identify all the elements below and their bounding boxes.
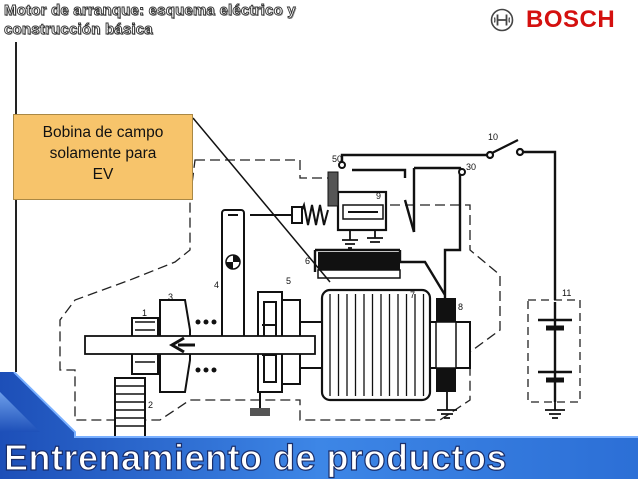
ignition-switch xyxy=(485,139,525,160)
title-line-1: Motor de arranque: esquema eléctrico y xyxy=(4,2,297,20)
terminal-30 xyxy=(458,168,466,176)
direction-arrow xyxy=(169,336,195,354)
armature-windings xyxy=(329,294,425,396)
field-coil-callout: Bobina de campo solamente para EV xyxy=(13,114,193,200)
label-11: 11 xyxy=(562,288,571,298)
label-10: 10 xyxy=(488,132,498,142)
callout-line-2: solamente para xyxy=(49,145,157,162)
field-coil xyxy=(318,252,400,270)
ring-gear xyxy=(114,377,146,439)
callout-line-3: EV xyxy=(92,166,114,183)
label-5: 5 xyxy=(286,276,291,286)
label-2: 2 xyxy=(148,400,153,410)
callout-pointer xyxy=(192,117,331,283)
label-7: 7 xyxy=(410,290,415,300)
callout-line-1: Bobina de campo xyxy=(42,124,164,141)
label-9: 9 xyxy=(376,191,381,201)
engagement-lever xyxy=(221,209,245,351)
footer-banner-text: Entrenamiento de productos xyxy=(3,437,508,478)
label-3: 3 xyxy=(168,292,173,302)
mesh-spring xyxy=(195,319,217,373)
return-spring xyxy=(250,201,329,226)
bosch-armature-icon xyxy=(490,8,514,32)
label-8: 8 xyxy=(458,302,463,312)
armature xyxy=(299,288,471,402)
label-6: 6 xyxy=(305,256,310,266)
terminal-50 xyxy=(327,161,346,207)
label-4: 4 xyxy=(214,280,219,290)
left-divider xyxy=(15,42,17,372)
brand-logo-text: BOSCH xyxy=(526,6,616,33)
label-50: 50 xyxy=(332,154,342,164)
clutch-mount xyxy=(250,408,270,416)
drive-shaft xyxy=(84,335,316,355)
label-30: 30 xyxy=(466,162,476,172)
solenoid-switch xyxy=(336,190,416,249)
wiring xyxy=(313,150,557,402)
brush-holder xyxy=(435,298,457,419)
battery xyxy=(538,318,572,419)
label-1: 1 xyxy=(142,308,147,318)
title-line-2: construcción básica xyxy=(4,21,154,39)
footer-banner xyxy=(0,372,638,479)
slide-title: Motor de arranque: esquema eléctrico y c… xyxy=(4,1,404,39)
